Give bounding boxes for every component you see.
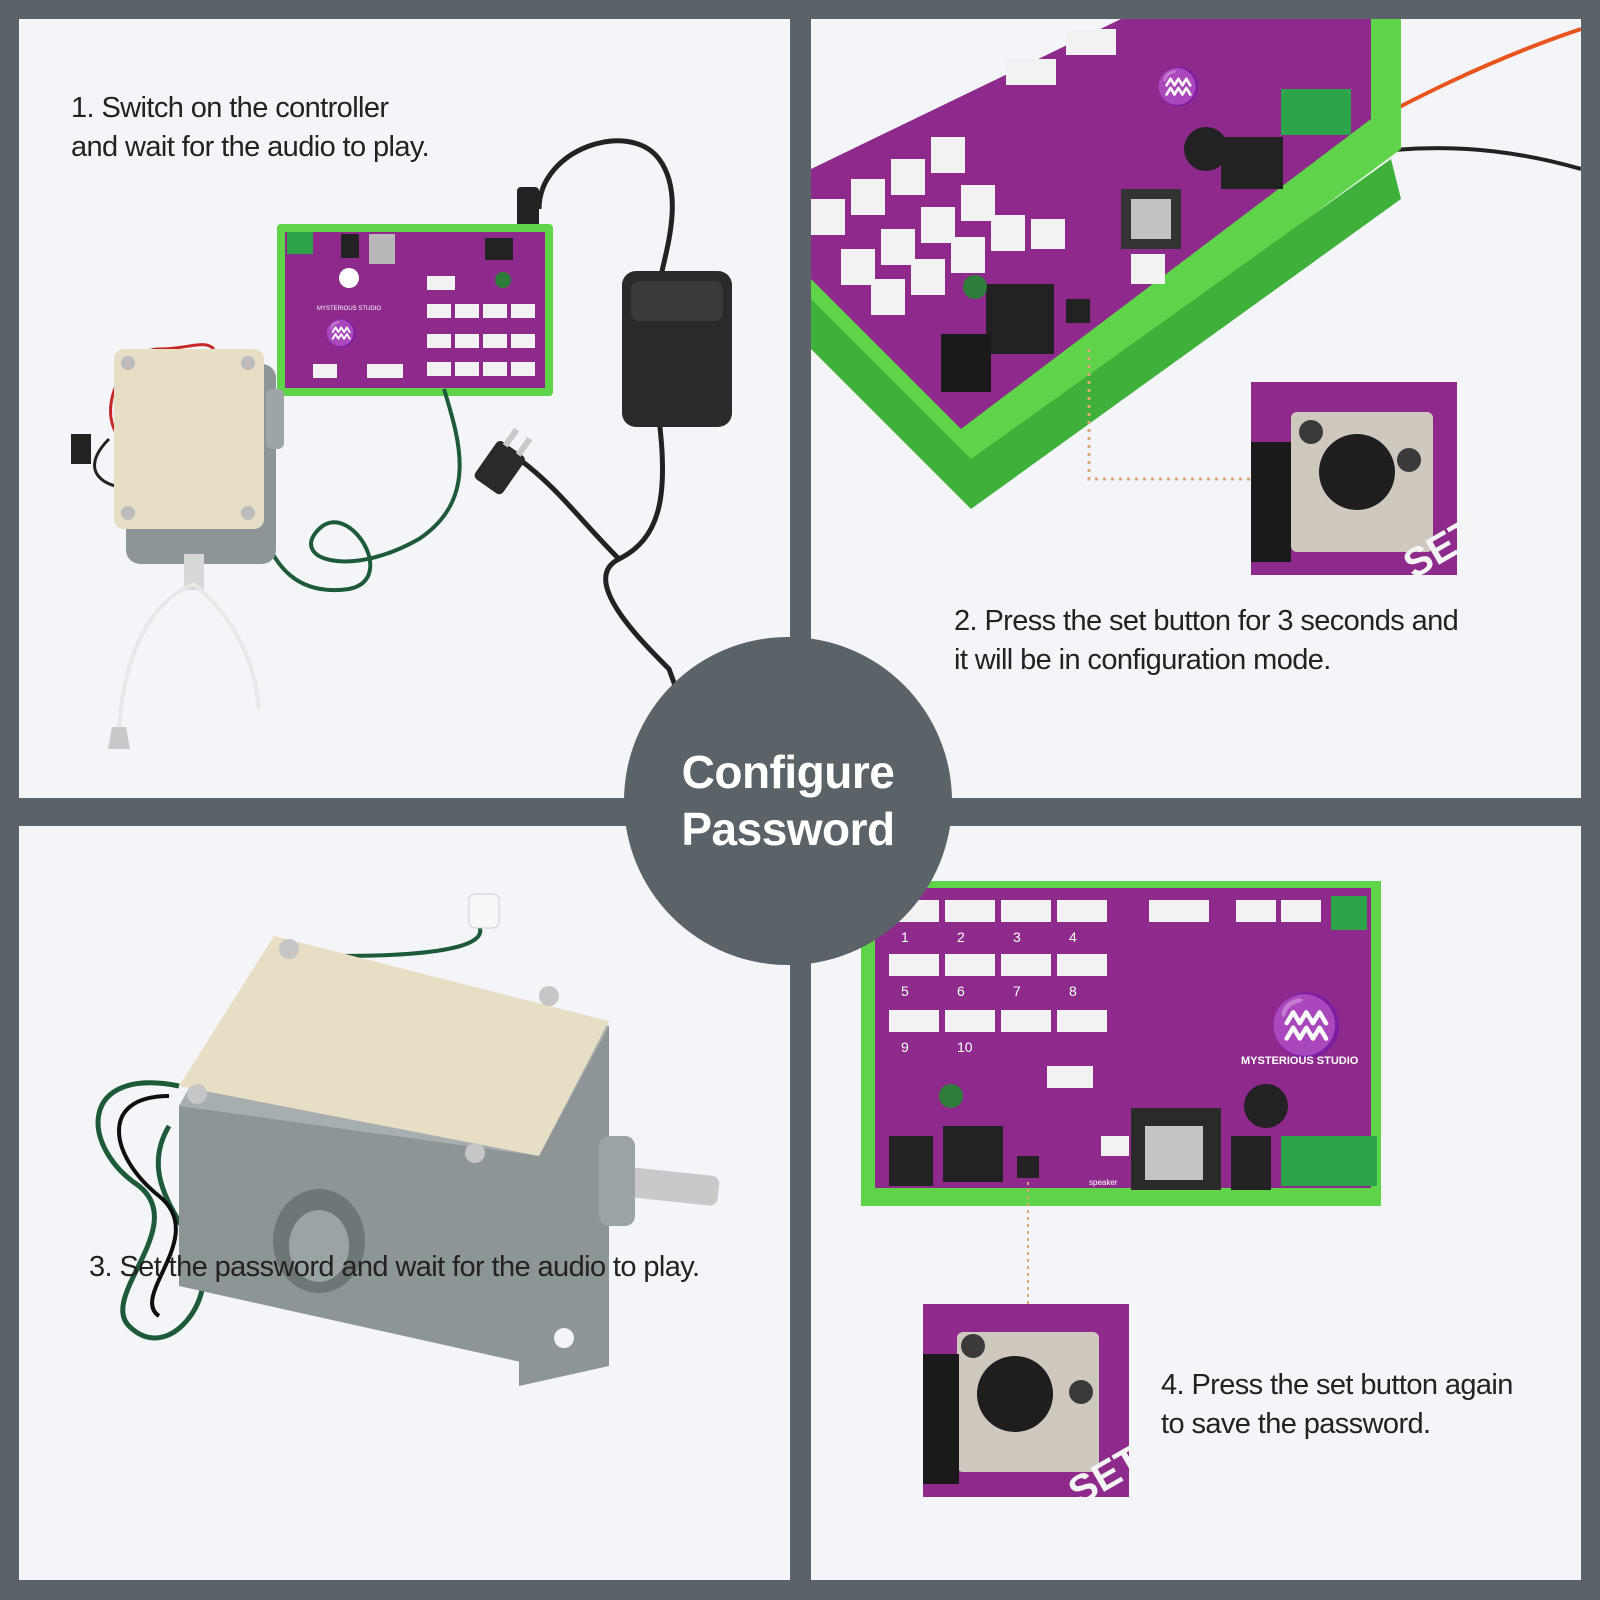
screw-icon	[465, 1143, 485, 1163]
wall-plug-icon	[474, 427, 533, 495]
svg-text:4: 4	[1069, 929, 1077, 945]
limit-switch-small	[108, 349, 284, 749]
svg-text:8: 8	[1069, 983, 1077, 999]
svg-text:9: 9	[901, 1039, 909, 1055]
badge-line-2: Password	[681, 803, 895, 855]
board-brand-text: MYSTERIOUS STUDIO	[317, 306, 381, 312]
board-topdown-illustration: 1 2 3 4 5 6 7 8 9 10 ♒ MYSTERIOUS STUDIO…	[861, 881, 1381, 1514]
switch-shaft	[618, 1166, 720, 1206]
svg-text:3: 3	[1013, 929, 1021, 945]
switch-lid	[179, 936, 609, 1156]
badge-line-1: Configure	[681, 746, 895, 798]
step-4-panel: 1 2 3 4 5 6 7 8 9 10 ♒ MYSTERIOUS STUDIO…	[811, 826, 1581, 1580]
wire-connector-icon	[468, 893, 500, 929]
set-button-inset: SET	[923, 1304, 1151, 1514]
step-2-text: 2. Press the set button for 3 seconds an…	[954, 605, 1459, 676]
buzzer-icon	[1184, 127, 1228, 171]
svg-text:10: 10	[957, 1039, 973, 1055]
step-1-text: 1. Switch on the controller and wait for…	[71, 92, 430, 163]
set-button-small	[1017, 1156, 1039, 1178]
svg-text:5: 5	[901, 983, 909, 999]
power-jack-icon	[889, 1136, 933, 1186]
push-button-icon	[1319, 434, 1395, 510]
limit-switch-illustration	[95, 893, 720, 1386]
svg-text:♒: ♒	[1269, 991, 1344, 1060]
svg-text:7: 7	[1013, 983, 1021, 999]
terminal-block-icon	[986, 284, 1054, 354]
push-button-icon	[977, 1356, 1053, 1432]
dc-plug-icon	[517, 187, 539, 229]
screw-icon	[539, 986, 559, 1006]
set-button-inset: SET	[1251, 382, 1486, 587]
controller-board: MYSTERIOUS STUDIO ♒	[277, 224, 553, 396]
power-jack-icon	[941, 334, 991, 392]
controller-setup-illustration: MYSTERIOUS STUDIO ♒	[71, 138, 732, 780]
board-brand-text: MYSTERIOUS STUDIO	[1241, 1055, 1359, 1067]
svg-text:♒: ♒	[325, 318, 357, 348]
set-button-small	[1066, 299, 1090, 323]
terminal-block-icon	[943, 1126, 1003, 1182]
svg-text:6: 6	[957, 983, 965, 999]
screw-icon	[279, 939, 299, 959]
step-4-text: 4. Press the set button again to save th…	[1161, 1369, 1513, 1440]
svg-text:2: 2	[957, 929, 965, 945]
step-3-panel: 3. Set the password and wait for the aud…	[19, 826, 790, 1580]
svg-text:♒: ♒	[1156, 66, 1201, 107]
screw-icon	[187, 1084, 207, 1104]
step-2-panel: ♒ SET 2. Press the set button for 3 seco…	[811, 19, 1581, 798]
svg-text:1: 1	[901, 929, 909, 945]
board-closeup-illustration: ♒ SET	[811, 19, 1581, 587]
step-1-panel: 1. Switch on the controller and wait for…	[19, 19, 790, 798]
buzzer-icon	[1244, 1084, 1288, 1128]
step-3-text: 3. Set the password and wait for the aud…	[89, 1251, 700, 1283]
speaker-label: speaker	[1089, 1178, 1118, 1187]
configure-password-badge: Configure Password	[624, 637, 952, 965]
wire-connector-icon	[71, 434, 91, 464]
